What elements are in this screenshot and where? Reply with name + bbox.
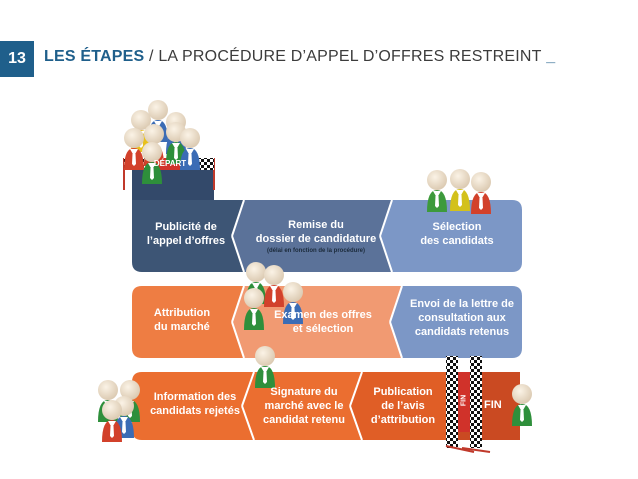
step-publication-text: Publication de l’avis d’attribution [370,386,436,426]
step-block-publication [350,372,450,440]
step-selection-text: Sélection des candidats [420,221,494,247]
divider [231,321,245,359]
step-selection: Sélection des candidats [398,220,516,248]
person-icon [142,142,162,184]
person-icon [264,265,284,307]
title-rest: LA PROCÉDURE D’APPEL D’OFFRES RESTREINT [158,48,542,65]
person-icon [283,282,303,324]
step-remise-note: (délai en fonction de la procédure) [266,248,365,254]
step-remise: Remise du dossier de candidature [250,218,382,246]
person-icon [244,288,264,330]
step-attribution-text: Attribution du marché [153,307,211,333]
step-signature-text: Signature du marché avec le candidat ret… [263,386,345,426]
divider [231,235,245,273]
step-examen-text: Examen des offres et sélection [274,309,372,335]
person-icon [471,172,491,214]
person-icon [102,400,122,442]
divider [241,405,255,441]
step-block-signature [242,372,362,440]
step-publicite: Publicité de l’appel d’offres [134,220,238,248]
people-figures [98,100,532,442]
divider [241,371,255,407]
divider [389,321,403,359]
step-block-remise [232,200,392,272]
step-envoi-text: Envoi de la lettre de consultation aux c… [410,298,514,338]
step-publicite-text: Publicité de l’appel d’offres [146,221,226,247]
start-label: DÉPART [153,159,187,168]
title-separator: / [144,48,159,65]
divider [349,371,363,407]
person-icon [450,169,470,211]
finish-label: FIN [484,399,502,411]
step-block-selection [380,200,522,272]
slide-number: 13 [0,41,34,77]
divider [349,405,363,441]
person-icon [124,128,144,170]
title-bold: LES ÉTAPES [44,48,145,65]
step-examen: Examen des offres et sélection [250,308,396,336]
person-icon [512,384,532,426]
step-block-attribution [132,286,244,358]
person-icon [255,346,275,388]
row-3-track [132,372,520,440]
step-block-information [132,372,254,440]
step-information: Information des candidats rejetés [142,390,248,418]
divider [389,285,403,323]
finish-rope [445,445,475,453]
step-signature: Signature du marché avec le candidat ret… [256,385,352,427]
finish-checker-right [470,356,482,448]
finish-checker-left [446,356,458,448]
step-envoi: Envoi de la lettre de consultation aux c… [404,297,520,339]
finish-banner-red [458,372,470,432]
divider [379,235,393,273]
step-attribution: Attribution du marché [134,306,230,334]
step-block-publicite [132,175,244,272]
step-remise-text: Remise du dossier de candidature [255,219,377,245]
divider [379,199,393,237]
divider [231,285,245,323]
title-end: _ [541,48,556,65]
finish-rope [461,447,491,453]
finish-flag [445,356,491,453]
page-title: LES ÉTAPES / LA PROCÉDURE D’APPEL D’OFFR… [44,48,555,66]
divider [231,199,245,237]
step-block-envoi [390,286,522,358]
step-publication: Publication de l’avis d’attribution [360,385,446,427]
person-icon [427,170,447,212]
step-information-text: Information des candidats rejetés [150,391,240,417]
person-icon [180,128,200,170]
finish-vertical-label: FIN [460,394,468,407]
